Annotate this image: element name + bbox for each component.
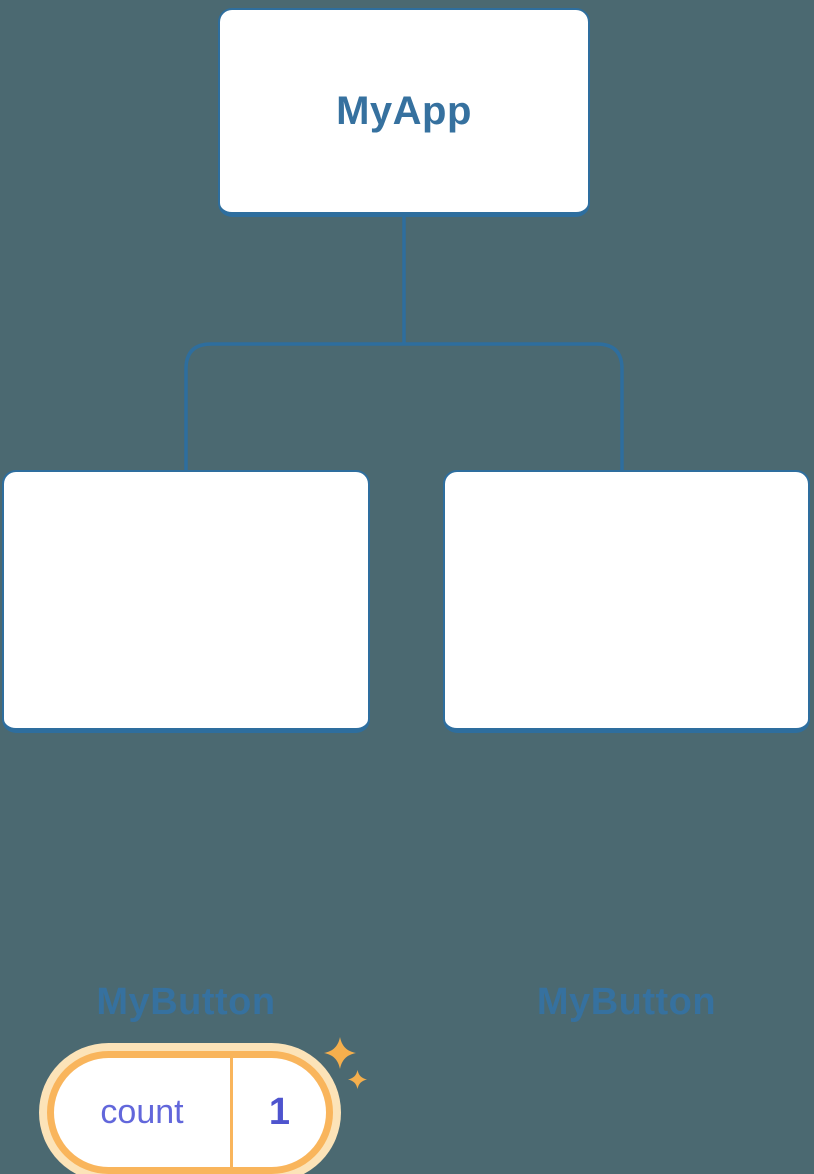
sparkle-icon (324, 1037, 367, 1089)
state-value: 1 (230, 1058, 326, 1167)
state-label: count (100, 1093, 184, 1131)
node-mybutton-right: MyButton count 0 (443, 470, 810, 1023)
node-title: MyApp (336, 88, 472, 133)
node-title: MyButton (96, 981, 276, 1023)
node-title: MyButton (536, 981, 717, 1023)
node-mybutton-left: MyButton count 1 (2, 470, 370, 1174)
component-tree-diagram: MyApp MyButton count 1 MyButton count 0 (2, 8, 810, 1174)
connector-branch (184, 342, 624, 472)
node-root-myapp: MyApp (218, 8, 590, 217)
state-pill-highlighted: count 1 (47, 1051, 333, 1174)
